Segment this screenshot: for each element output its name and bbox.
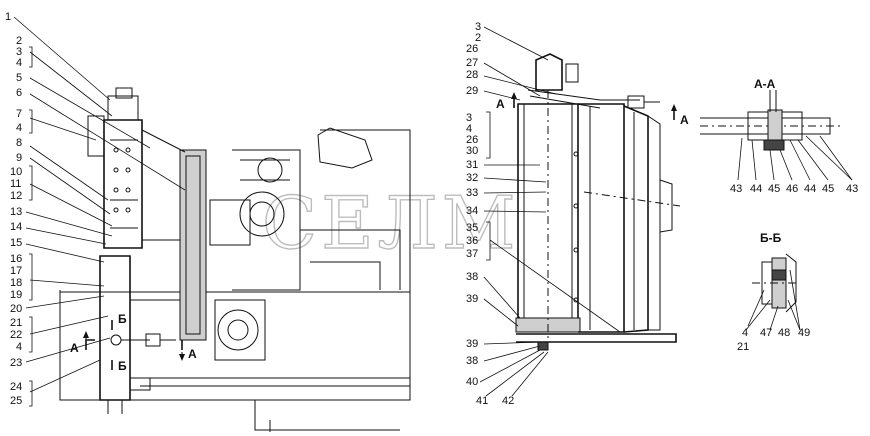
- callout-2: 2: [16, 35, 22, 47]
- callout-m35: 35: [466, 222, 478, 234]
- callout-13: 13: [10, 206, 22, 218]
- callout-m39: 39: [466, 293, 478, 305]
- callout-5: 5: [16, 72, 22, 84]
- callout-b48: 48: [778, 327, 790, 339]
- section-mark-b-top: Б: [118, 312, 127, 326]
- callout-b4: 4: [742, 327, 748, 339]
- left-view: [59, 87, 411, 432]
- callout-m32: 32: [466, 172, 478, 184]
- callout-m33: 33: [466, 187, 478, 199]
- callout-m36: 36: [466, 235, 478, 247]
- left-callouts: 1 2 3 4 5 6 7 4 8 9 10 11 12 13 14 15 16…: [5, 11, 197, 407]
- callout-m39b: 39: [466, 338, 478, 350]
- callout-m26: 26: [466, 43, 478, 55]
- callout-20: 20: [10, 303, 22, 315]
- callout-18: 18: [10, 277, 22, 289]
- callout-m40: 40: [466, 376, 478, 388]
- callout-24: 24: [10, 381, 22, 393]
- callout-m28: 28: [466, 69, 478, 81]
- callout-m30: 30: [466, 145, 478, 157]
- callout-a46: 46: [786, 183, 798, 195]
- section-aa-title: А-А: [754, 77, 776, 91]
- callout-16: 16: [10, 253, 22, 265]
- callout-9: 9: [16, 152, 22, 164]
- section-bb: Б-Б 4 21 47 48 49: [737, 231, 810, 353]
- callout-m3: 3: [475, 21, 481, 33]
- callout-4: 4: [16, 57, 22, 69]
- callout-a43b: 43: [846, 183, 858, 195]
- callout-m38b: 38: [466, 355, 478, 367]
- callout-4b: 4: [16, 122, 22, 134]
- callout-m3b: 3: [466, 112, 472, 124]
- callout-11: 11: [10, 178, 21, 190]
- callout-m31: 31: [466, 159, 478, 171]
- callout-8: 8: [16, 137, 22, 149]
- middle-callouts: 3 2 26 27 28 29 3 4 26 30 31 32 33 34 35…: [466, 21, 689, 407]
- callout-12: 12: [10, 190, 22, 202]
- section-mark-a-mid-left: А: [496, 97, 505, 111]
- callout-19: 19: [10, 289, 22, 301]
- callout-m41: 41: [476, 395, 488, 407]
- callout-a44b: 44: [804, 183, 816, 195]
- callout-1: 1: [5, 11, 11, 23]
- watermark: СЕЛМ: [262, 181, 519, 265]
- callout-m37: 37: [466, 248, 478, 260]
- callout-a45b: 45: [822, 183, 834, 195]
- callout-4c: 4: [16, 341, 22, 353]
- callout-15: 15: [10, 237, 22, 249]
- callout-m29: 29: [466, 85, 478, 97]
- callout-m38: 38: [466, 271, 478, 283]
- section-mark-a-right: А: [188, 347, 197, 361]
- callout-m42: 42: [502, 395, 514, 407]
- callout-23: 23: [10, 357, 22, 369]
- callout-10: 10: [10, 166, 22, 178]
- callout-b47: 47: [760, 327, 772, 339]
- callout-a44: 44: [750, 183, 762, 195]
- callout-25: 25: [10, 395, 22, 407]
- callout-m4: 4: [466, 123, 472, 135]
- callout-a45: 45: [768, 183, 780, 195]
- callout-17: 17: [10, 265, 22, 277]
- callout-21: 21: [10, 317, 22, 329]
- callout-m34: 34: [466, 205, 478, 217]
- callout-b49: 49: [798, 327, 810, 339]
- callout-b21: 21: [737, 341, 749, 353]
- callout-m2: 2: [475, 32, 481, 44]
- callout-22: 22: [10, 329, 22, 341]
- callout-m26b: 26: [466, 134, 478, 146]
- callout-6: 6: [16, 87, 22, 99]
- section-bb-title: Б-Б: [760, 231, 782, 245]
- callout-3: 3: [16, 46, 22, 58]
- middle-view: [511, 53, 681, 351]
- section-mark-a-mid-right: А: [680, 113, 689, 127]
- callout-7: 7: [16, 108, 22, 120]
- callout-14: 14: [10, 221, 22, 233]
- callout-a43: 43: [730, 183, 742, 195]
- callout-m27: 27: [466, 57, 478, 69]
- section-aa: А-А 43 44 45 46 44 45 43: [700, 77, 858, 195]
- section-mark-b-bottom: Б: [118, 359, 127, 373]
